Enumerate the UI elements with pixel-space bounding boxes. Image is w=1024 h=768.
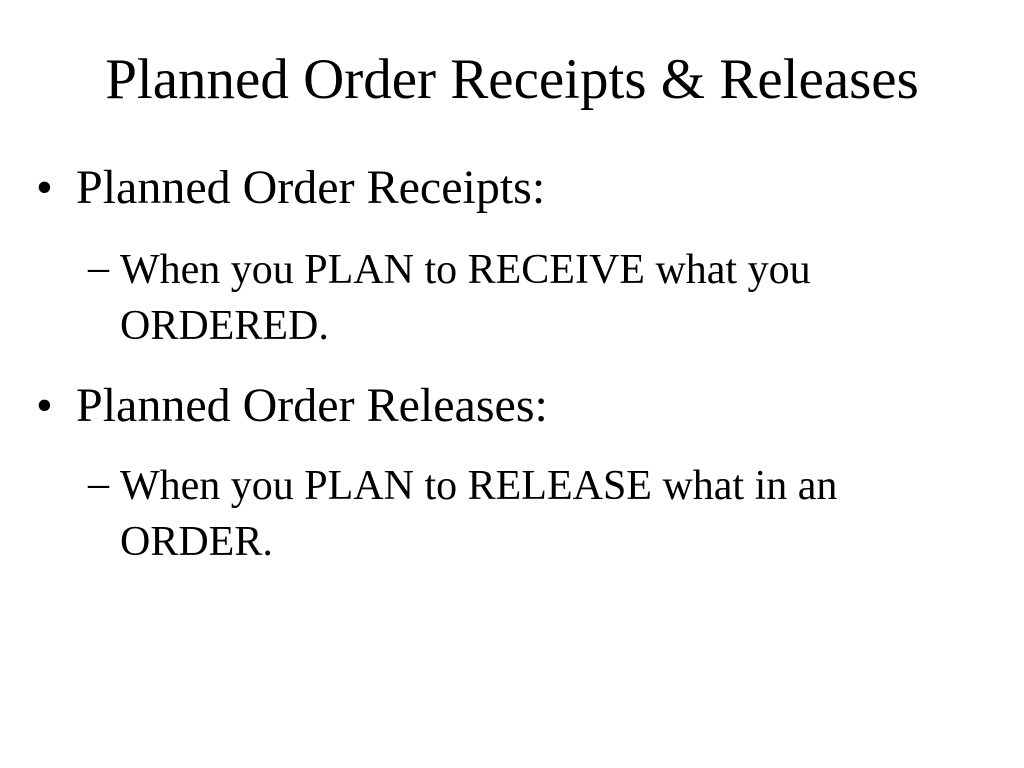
dash-marker: – [88, 245, 109, 291]
sub-bullet-text: When you PLAN to RELEASE what in an ORDE… [120, 463, 838, 565]
bullet-text: Planned Order Receipts: [76, 161, 546, 214]
bullet-marker: • [36, 161, 53, 214]
bullet-text: Planned Order Releases: [76, 379, 548, 432]
dash-marker: – [88, 461, 109, 507]
slide-title: Planned Order Receipts & Releases [105, 48, 919, 111]
bullet-marker: • [36, 379, 53, 432]
sub-bullet-text: When you PLAN to RECEIVE what you ORDERE… [120, 247, 811, 349]
